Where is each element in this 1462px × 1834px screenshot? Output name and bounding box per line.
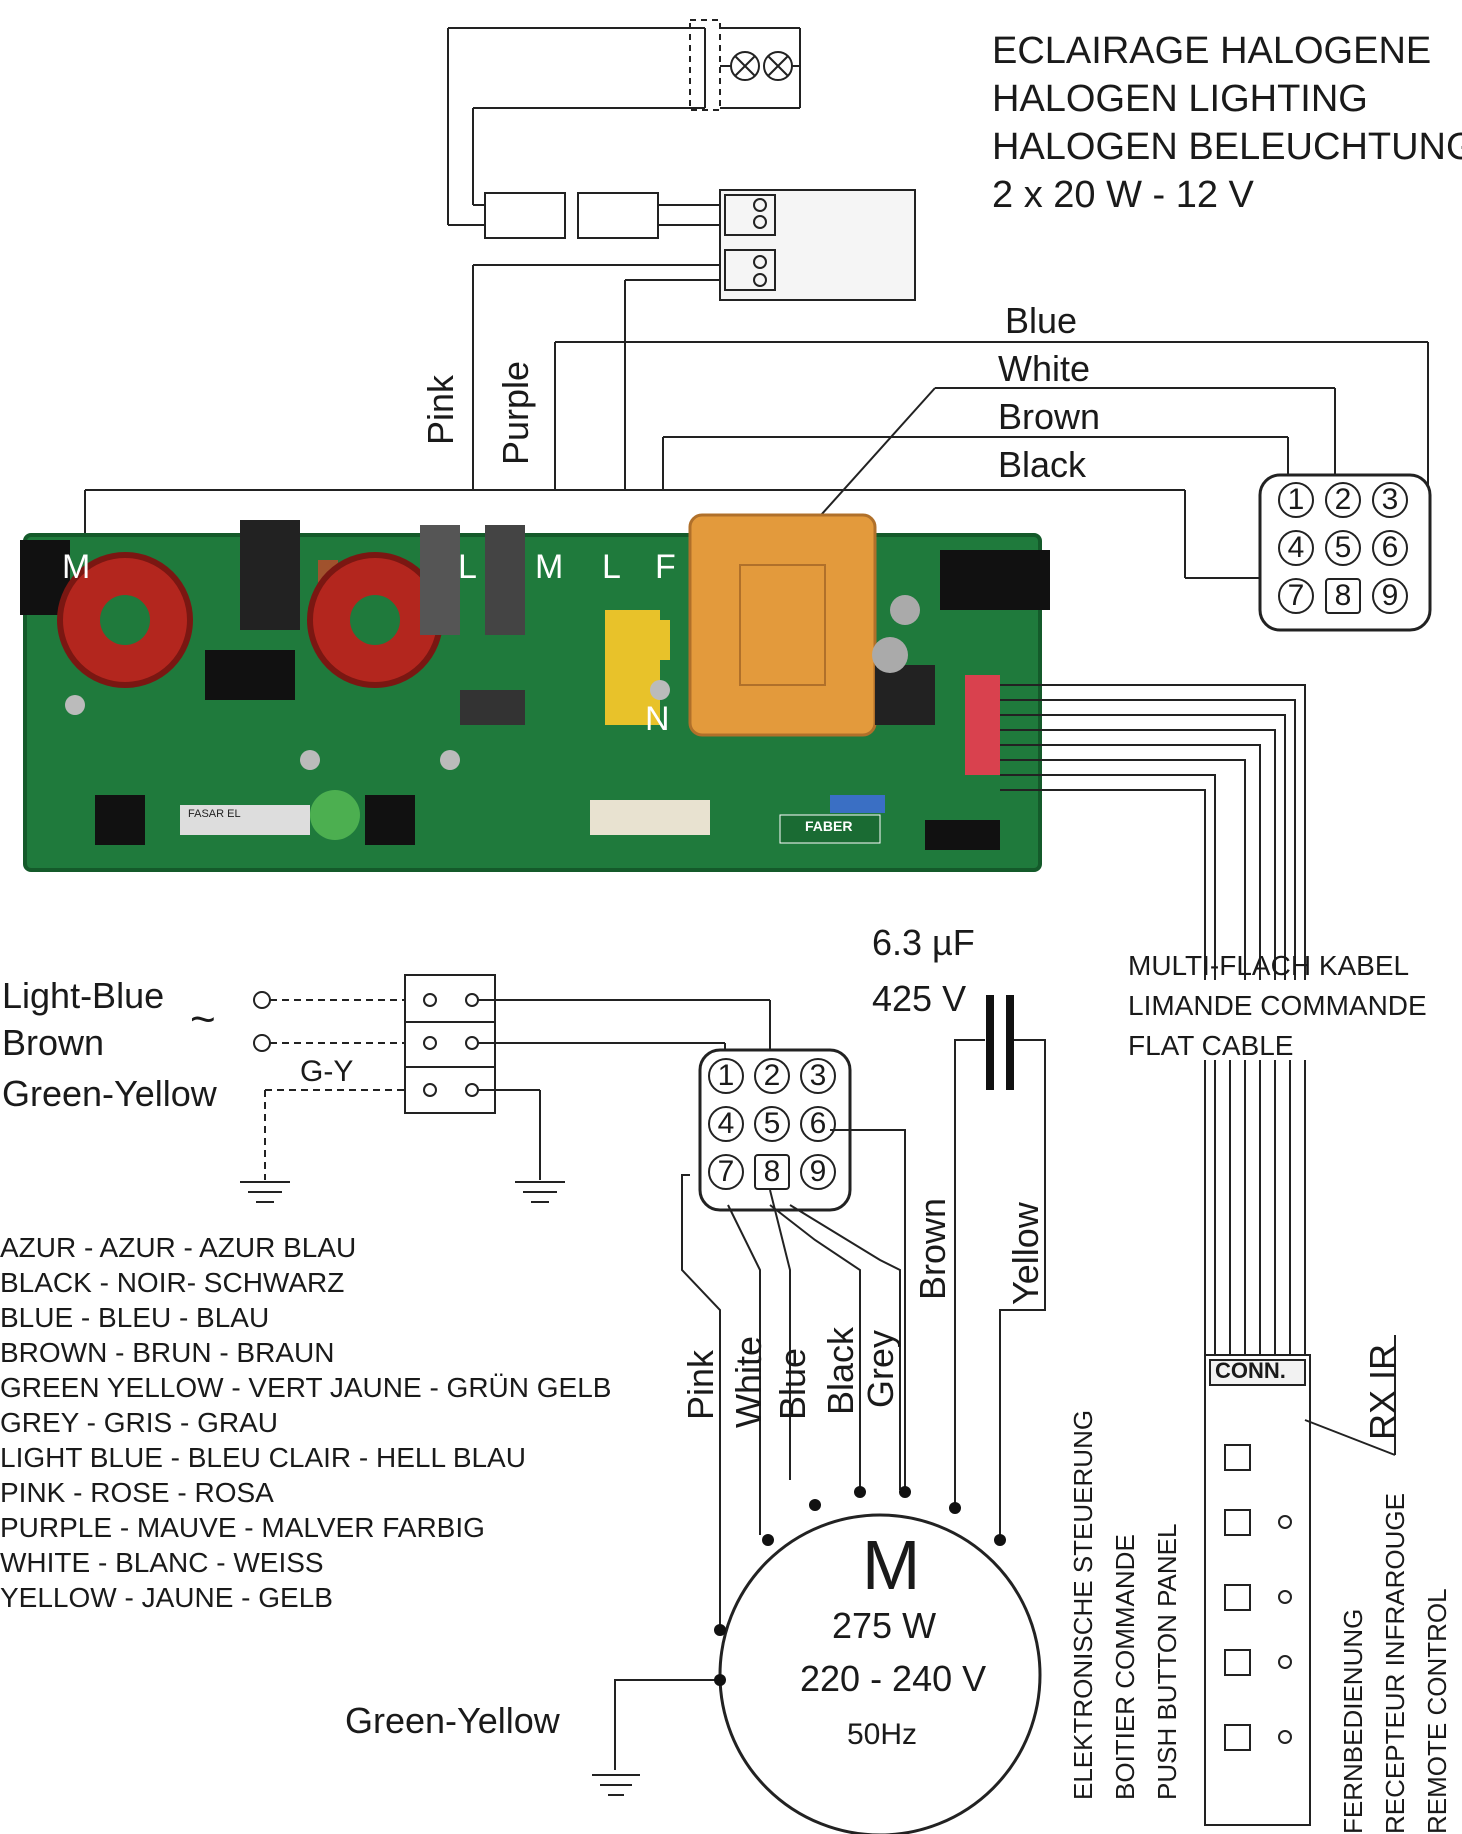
push-button-panel xyxy=(1204,1335,1396,1826)
motor-ground-label: Green-Yellow xyxy=(345,1700,560,1741)
supply-label-green-yellow: Green-Yellow xyxy=(2,1073,217,1114)
wire-label-brown: Brown xyxy=(998,396,1101,437)
capacitor-voltage: 425 V xyxy=(872,978,967,1019)
panel-conn-label: CONN. xyxy=(1215,1358,1286,1383)
legend-item: BLACK - NOIR- SCHWARZ xyxy=(0,1267,345,1298)
legend-item: WHITE - BLANC - WEISS xyxy=(0,1547,324,1578)
header-line-4: 2 x 20 W - 12 V xyxy=(992,174,1254,216)
pin-4: 4 xyxy=(708,1106,744,1142)
supply-label-light-blue: Light-Blue xyxy=(2,975,165,1016)
remote-line-2: RECEPTEUR INFRAROUGE xyxy=(1380,1493,1410,1834)
ac-symbol: ~ xyxy=(190,995,216,1044)
legend-item: PURPLE - MAUVE - MALVER FARBIG xyxy=(0,1512,485,1543)
rx-ir-label: RX IR xyxy=(1362,1343,1403,1440)
board-label-l1: L xyxy=(458,548,477,586)
motor-wire-grey: Grey xyxy=(860,1329,901,1408)
pin-3: 3 xyxy=(800,1058,836,1094)
legend-item: PINK - ROSE - ROSA xyxy=(0,1477,274,1508)
connector-bottom-pins: 1 2 3 4 5 6 7 8 9 xyxy=(706,1058,846,1203)
pin-4: 4 xyxy=(1278,530,1314,566)
legend-item: GREY - GRIS - GRAU xyxy=(0,1407,278,1438)
motor-wire-yellow: Yellow xyxy=(1005,1202,1046,1305)
motor-voltage: 220 - 240 V xyxy=(800,1658,987,1699)
ribbon-cable xyxy=(1000,684,1306,1355)
flat-cable-line-2: LIMANDE COMMANDE xyxy=(1128,990,1427,1021)
board-silkscreen-2: FABER xyxy=(805,818,853,834)
motor-wire-pink: Pink xyxy=(680,1349,721,1420)
legend-item: AZUR - AZUR - AZUR BLAU xyxy=(0,1232,357,1263)
motor-wiring xyxy=(592,1039,1046,1796)
halogen-transformer xyxy=(719,189,916,301)
board-label-n: N xyxy=(645,700,670,738)
flat-cable-line-3: FLAT CABLE xyxy=(1128,1030,1294,1061)
pin-1: 1 xyxy=(1278,482,1314,518)
push-panel-line-1: ELEKTRONISCHE STEUERUNG xyxy=(1068,1409,1098,1800)
pin-8: 8 xyxy=(754,1154,790,1190)
halogen-connector-left xyxy=(484,192,566,239)
board-label-l2: L xyxy=(602,548,621,586)
pin-9: 9 xyxy=(1372,578,1408,614)
pin-7: 7 xyxy=(1278,578,1314,614)
motor-wire-black: Black xyxy=(820,1326,861,1415)
pin-1: 1 xyxy=(708,1058,744,1094)
legend-item: LIGHT BLUE - BLEU CLAIR - HELL BLAU xyxy=(0,1442,526,1473)
legend-item: BLUE - BLEU - BLAU xyxy=(0,1302,270,1333)
pcb-transformer xyxy=(688,513,877,737)
board-label-f: F xyxy=(655,548,676,586)
motor-wire-white: White xyxy=(728,1335,769,1428)
pin-9: 9 xyxy=(800,1154,836,1190)
pin-5: 5 xyxy=(1325,530,1361,566)
pin-2: 2 xyxy=(754,1058,790,1094)
wire-label-pink: Pink xyxy=(420,374,461,445)
ground-symbol-motor xyxy=(592,1774,640,1796)
legend-item: YELLOW - JAUNE - GELB xyxy=(0,1582,333,1613)
halogen-connector-right xyxy=(577,192,659,239)
ground-symbol-left xyxy=(240,1181,290,1203)
remote-line-1: FERNBEDIENUNG xyxy=(1338,1608,1368,1834)
wire-label-black: Black xyxy=(998,444,1087,485)
board-label-m2: M xyxy=(535,548,564,586)
motor-frequency: 50Hz xyxy=(847,1718,918,1751)
pin-7: 7 xyxy=(708,1154,744,1190)
motor-capacitor xyxy=(986,995,1014,1090)
pin-5: 5 xyxy=(754,1106,790,1142)
motor xyxy=(714,1486,1042,1834)
supply-label-gy: G-Y xyxy=(300,1055,354,1088)
supply-label-brown: Brown xyxy=(2,1022,105,1063)
pin-2: 2 xyxy=(1325,482,1361,518)
wire-label-white: White xyxy=(998,348,1091,389)
push-panel-line-3: PUSH BUTTON PANEL xyxy=(1152,1523,1182,1800)
capacitor-capacitance: 6.3 µF xyxy=(872,922,975,963)
motor-wire-blue: Blue xyxy=(772,1347,813,1420)
board-label-m1: M xyxy=(62,548,91,586)
pin-6: 6 xyxy=(1372,530,1408,566)
pin-8: 8 xyxy=(1325,578,1361,614)
push-panel-line-2: BOITIER COMMANDE xyxy=(1110,1534,1140,1800)
pcb-ribbon-socket xyxy=(965,675,1000,775)
remote-line-3: REMOTE CONTROL xyxy=(1422,1588,1452,1834)
pin-3: 3 xyxy=(1372,482,1408,518)
color-legend: AZUR - AZUR - AZUR BLAU BLACK - NOIR- SC… xyxy=(0,1230,611,1615)
motor-wire-brown: Brown xyxy=(912,1197,953,1300)
header-line-2: HALOGEN LIGHTING xyxy=(992,78,1368,120)
pcb-board xyxy=(20,513,1050,872)
wire-label-blue: Blue xyxy=(1005,300,1078,341)
board-silkscreen-1: FASAR EL xyxy=(188,808,241,820)
motor-power: 275 W xyxy=(832,1605,937,1646)
header-line-3: HALOGEN BELEUCHTUNG xyxy=(992,126,1462,168)
legend-item: BROWN - BRUN - BRAUN xyxy=(0,1337,335,1368)
halogen-lighting xyxy=(447,19,916,490)
motor-symbol: M xyxy=(862,1526,921,1604)
pin-6: 6 xyxy=(800,1106,836,1142)
flat-cable-line-1: MULTI-FLACH KABEL xyxy=(1128,950,1410,981)
supply-wiring xyxy=(240,974,771,1203)
wire-label-purple: Purple xyxy=(495,360,536,465)
ground-symbol-right xyxy=(515,1181,565,1203)
legend-item: GREEN YELLOW - VERT JAUNE - GRÜN GELB xyxy=(0,1372,612,1403)
header-line-1: ECLAIRAGE HALOGENE xyxy=(992,30,1432,72)
connector-top-pins: 1 2 3 4 5 6 7 8 9 xyxy=(1270,482,1420,627)
